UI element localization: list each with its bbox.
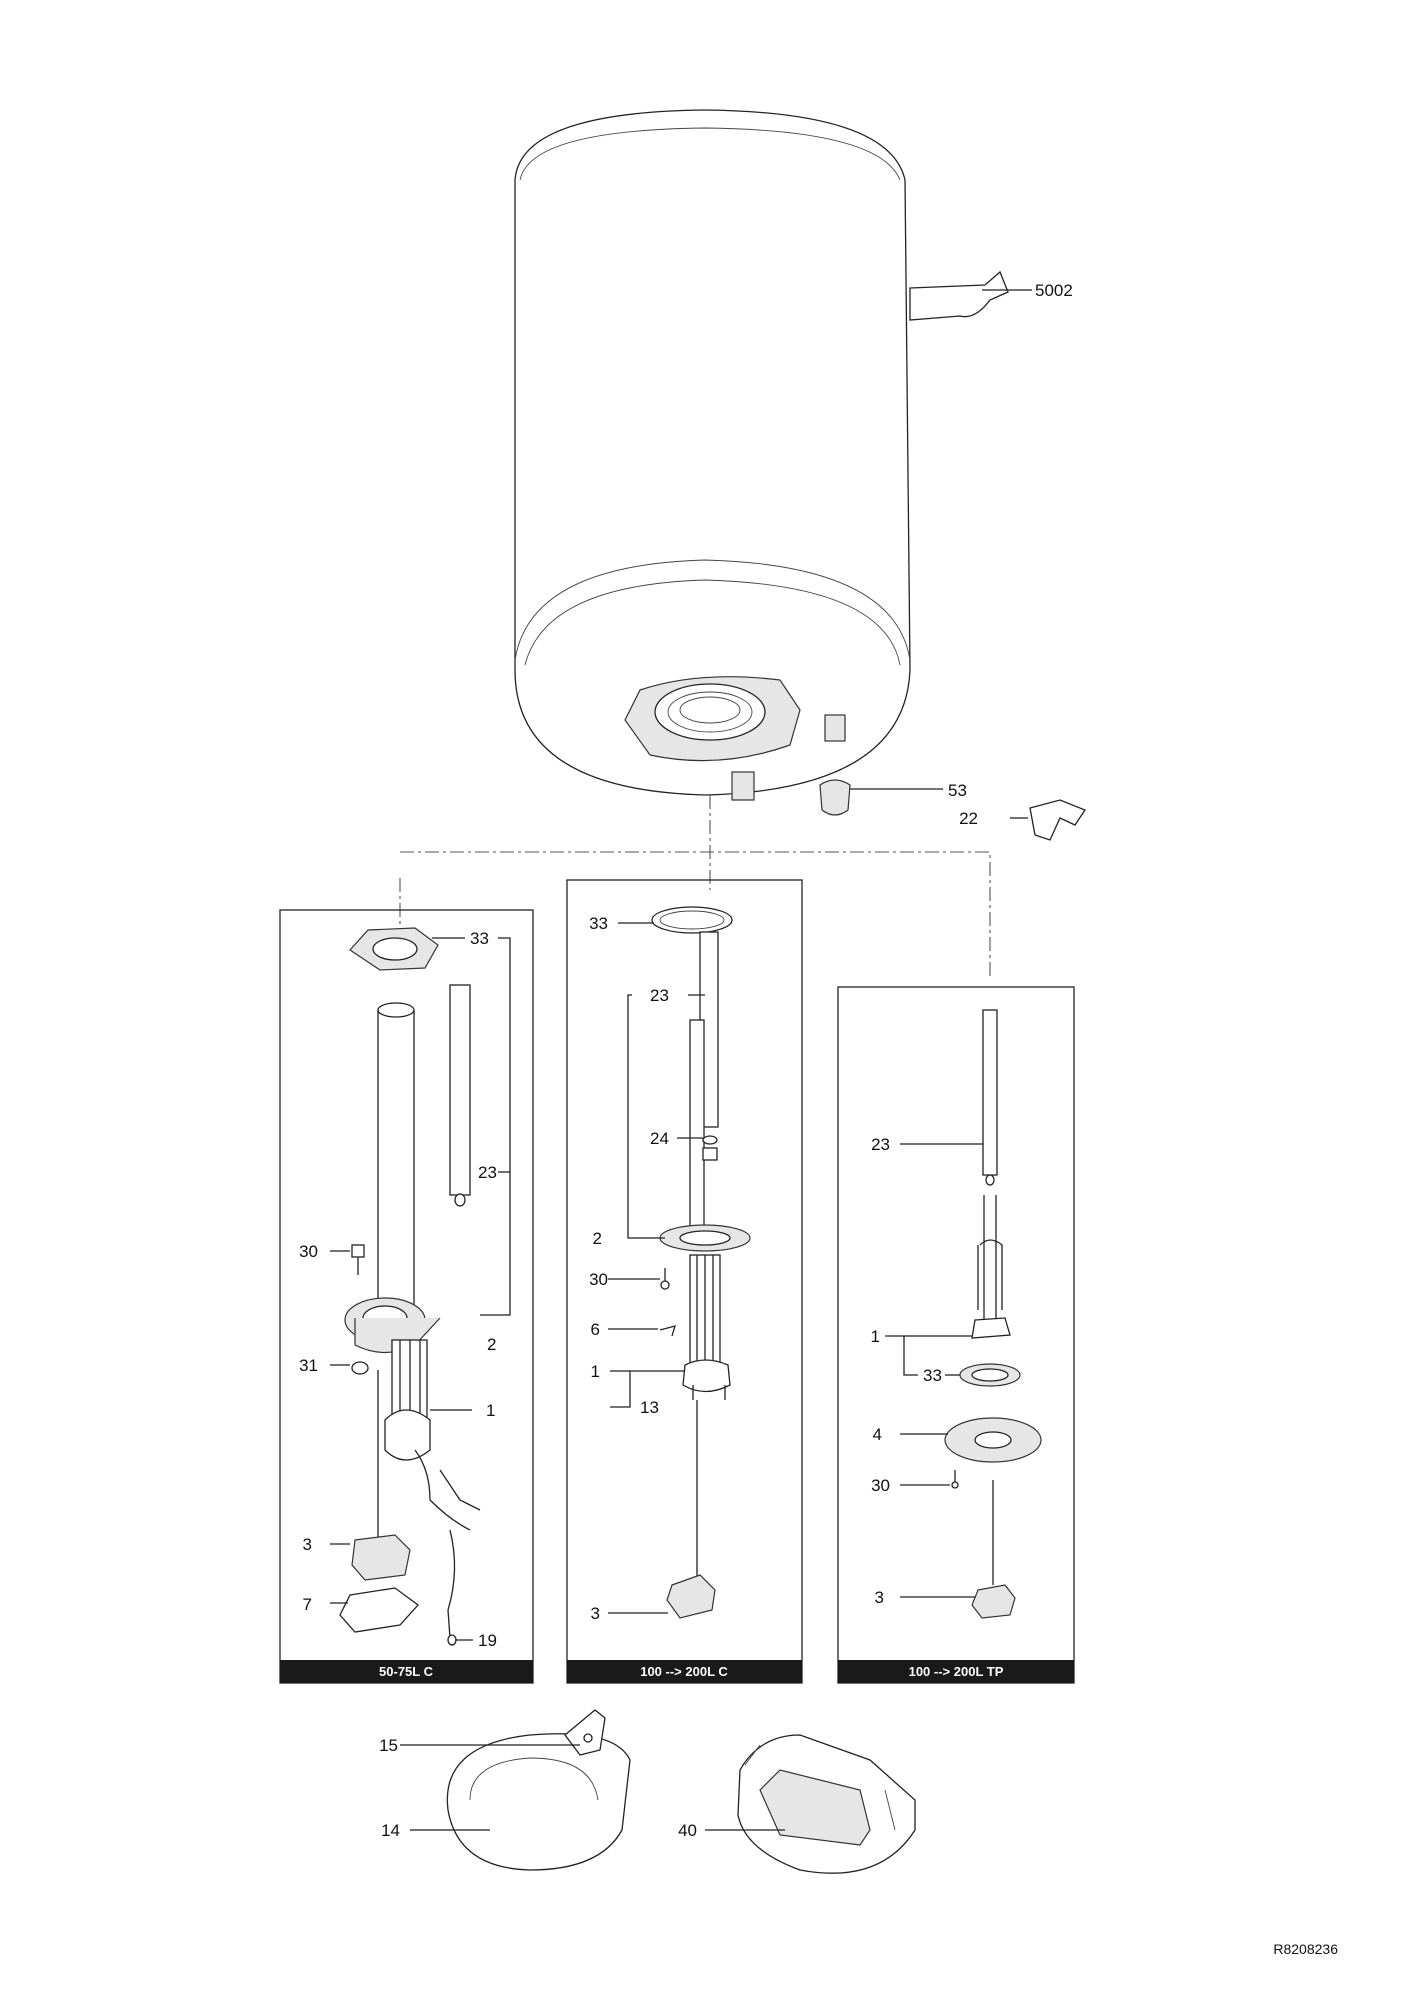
callout-middle-1: 1 <box>591 1362 600 1381</box>
panel-100-200l-tp <box>837 986 1075 1684</box>
callout-right-23: 23 <box>871 1135 890 1154</box>
callout-right-4: 4 <box>873 1425 882 1444</box>
right-panel-parts <box>944 1009 1042 1619</box>
cover-14 <box>446 1733 631 1871</box>
callout-left-1: 1 <box>486 1401 495 1420</box>
water-heater-tank <box>514 109 1009 801</box>
drawing-reference-number: R8208236 <box>1273 1941 1338 1957</box>
callout-labels: 5002 53 22 33 23 30 2 31 1 3 7 19 33 23 … <box>299 281 1073 1840</box>
assembly-axis-line <box>399 795 991 980</box>
leader-lines <box>330 289 1032 1831</box>
callout-middle-6: 6 <box>591 1320 600 1339</box>
callout-right-33: 33 <box>923 1366 942 1385</box>
middle-panel-parts <box>651 906 751 1619</box>
left-panel-parts <box>339 927 481 1646</box>
callout-right-30: 30 <box>871 1476 890 1495</box>
panel-50-75l-c <box>279 909 534 1684</box>
callout-left-7: 7 <box>303 1595 312 1614</box>
callout-middle-3: 3 <box>591 1604 600 1623</box>
callout-right-1: 1 <box>871 1327 880 1346</box>
callout-left-3: 3 <box>303 1535 312 1554</box>
panel-100-200l-c <box>566 879 803 1684</box>
callout-middle-13: 13 <box>640 1398 659 1417</box>
callout-left-2: 2 <box>487 1335 496 1354</box>
callout-left-23: 23 <box>478 1163 497 1182</box>
callout-left-30: 30 <box>299 1242 318 1261</box>
callout-22: 22 <box>959 809 978 828</box>
fitting-53 <box>819 779 851 816</box>
callout-middle-24: 24 <box>650 1129 669 1148</box>
callout-middle-23: 23 <box>650 986 669 1005</box>
callout-53: 53 <box>948 781 967 800</box>
thermostat-22 <box>1029 799 1086 841</box>
callout-14: 14 <box>381 1821 400 1840</box>
panel-title-right: 100 --> 200L TP <box>909 1664 1004 1679</box>
callout-right-3: 3 <box>875 1588 884 1607</box>
panel-title-middle: 100 --> 200L C <box>640 1664 728 1679</box>
panel-title-left: 50-75L C <box>379 1664 434 1679</box>
callout-5002: 5002 <box>1035 281 1073 300</box>
cover-40 <box>737 1734 916 1874</box>
callout-left-19: 19 <box>478 1631 497 1650</box>
callout-40: 40 <box>678 1821 697 1840</box>
callout-middle-30: 30 <box>589 1270 608 1289</box>
callout-middle-33: 33 <box>589 914 608 933</box>
callout-left-31: 31 <box>299 1356 318 1375</box>
clip-15 <box>564 1709 606 1756</box>
callout-15: 15 <box>379 1736 398 1755</box>
callout-middle-2: 2 <box>593 1229 602 1248</box>
callout-left-33: 33 <box>470 929 489 948</box>
